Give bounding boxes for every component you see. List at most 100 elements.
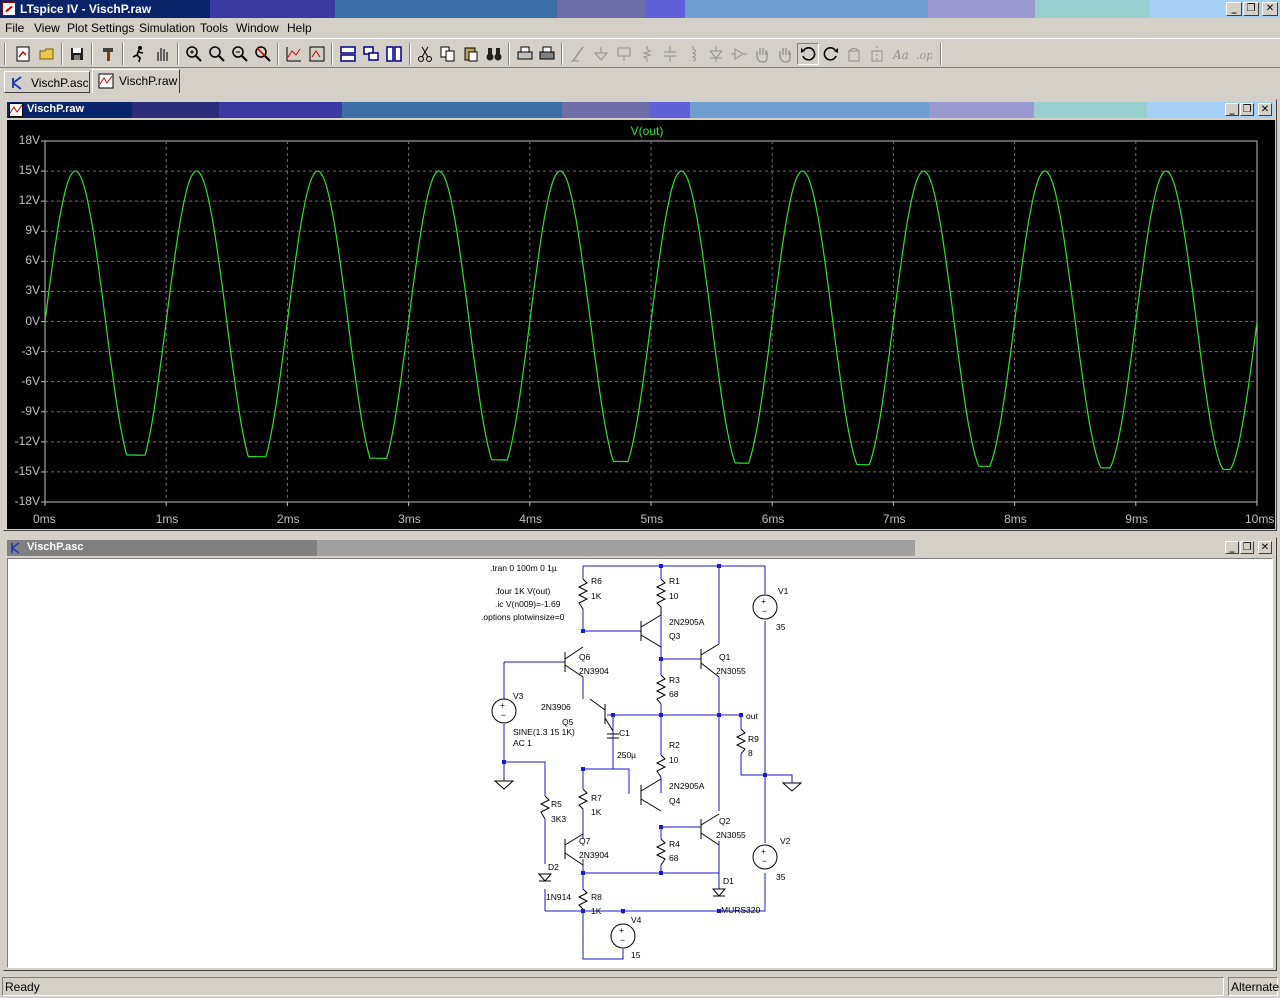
svg-text:2N3904: 2N3904 — [579, 666, 609, 676]
spice-directive-icon[interactable]: .op — [912, 43, 934, 65]
misc-symbols[interactable] — [493, 733, 803, 897]
wire-junctions — [502, 564, 767, 913]
menu-simulation[interactable]: Simulation — [139, 21, 196, 35]
svg-text:.op: .op — [916, 49, 932, 62]
toolbar-separator — [409, 43, 411, 65]
save-icon[interactable] — [66, 43, 88, 65]
pan-zoom-icon[interactable] — [206, 43, 228, 65]
drag-hand-icon[interactable] — [774, 43, 796, 65]
svg-text:2N2905A: 2N2905A — [669, 781, 705, 791]
diode-icon[interactable] — [705, 43, 727, 65]
app-title-bar[interactable]: LTspice IV - VischP.raw _ ❐ ✕ — [0, 0, 1280, 18]
print-preview-icon[interactable] — [514, 43, 536, 65]
status-mode: Alternate — [1228, 977, 1279, 996]
menu-tools[interactable]: Tools — [200, 21, 229, 35]
schematic-window-title-bar[interactable]: VischP.asc _ ❐ ✕ — [7, 540, 1273, 556]
tile-horizontal-icon[interactable] — [337, 43, 359, 65]
plot-close-button[interactable]: ✕ — [1258, 103, 1272, 116]
component-icon[interactable] — [728, 43, 750, 65]
ground-icon[interactable] — [590, 43, 612, 65]
svg-text:MURS320: MURS320 — [721, 905, 760, 915]
y-tick-label: 3V — [25, 283, 40, 298]
schematic-maximize-button[interactable]: ❐ — [1240, 541, 1254, 554]
tab-vischp-raw[interactable]: VischP.raw — [92, 69, 180, 93]
toolbar-separator — [940, 43, 942, 65]
redo-icon[interactable] — [820, 43, 842, 65]
draw-wire-icon[interactable] — [567, 43, 589, 65]
run-simulation-icon[interactable] — [128, 43, 150, 65]
resistor-symbols[interactable] — [539, 578, 747, 910]
capacitor-icon[interactable] — [659, 43, 681, 65]
svg-text:2N3055: 2N3055 — [716, 830, 746, 840]
svg-text:35: 35 — [776, 872, 786, 882]
menu-plot-settings[interactable]: Plot Settings — [67, 21, 135, 35]
plot-maximize-button[interactable]: ❐ — [1240, 103, 1254, 116]
svg-text:R5: R5 — [551, 799, 562, 809]
trace-label[interactable]: V(out) — [630, 124, 664, 138]
voltage-source-symbols[interactable] — [491, 594, 778, 949]
svg-text:R6: R6 — [591, 576, 602, 586]
restore-button[interactable]: ❐ — [1243, 2, 1259, 16]
svg-text:R2: R2 — [669, 740, 680, 750]
plot-fft-icon[interactable] — [306, 43, 328, 65]
options-directive: .options plotwinsize=0 — [481, 612, 565, 622]
menu-help[interactable]: Help — [287, 21, 312, 35]
svg-text:−: − — [501, 710, 506, 720]
tile-vertical-icon[interactable] — [383, 43, 405, 65]
plot-canvas[interactable] — [7, 120, 1275, 512]
plot-minimize-button[interactable]: _ — [1225, 103, 1239, 116]
menu-window[interactable]: Window — [236, 21, 279, 35]
svg-text:V2: V2 — [780, 836, 791, 846]
find-binoculars-icon[interactable] — [483, 43, 505, 65]
svg-text:V1: V1 — [778, 586, 789, 596]
rotate-icon[interactable] — [843, 43, 865, 65]
plot-window-title-bar[interactable]: VischP.raw _ ❐ ✕ — [7, 102, 1273, 118]
halt-hand-icon[interactable] — [151, 43, 173, 65]
y-tick-label: 18V — [18, 133, 40, 147]
open-folder-icon[interactable] — [36, 43, 58, 65]
minimize-button[interactable]: _ — [1226, 2, 1242, 16]
print-icon[interactable] — [536, 43, 558, 65]
svg-text:R3: R3 — [669, 675, 680, 685]
zoom-in-icon[interactable] — [183, 43, 205, 65]
copy-icon[interactable] — [437, 43, 459, 65]
inductor-icon[interactable] — [682, 43, 704, 65]
text-icon[interactable]: Aa — [889, 43, 911, 65]
tran-directive: .tran 0 100m 0 1µ — [490, 563, 557, 573]
amplifier-schematic[interactable]: +− +− +− +− — [8, 559, 1272, 967]
menu-view[interactable]: View — [34, 21, 60, 35]
menu-file[interactable]: File — [5, 21, 25, 35]
new-schematic-icon[interactable] — [12, 43, 34, 65]
tab-vischp-asc[interactable]: VischP.asc — [4, 71, 90, 93]
close-button[interactable]: ✕ — [1262, 2, 1278, 16]
toolbar-separator — [277, 43, 279, 65]
cut-scissors-icon[interactable] — [414, 43, 436, 65]
schematic-minimize-button[interactable]: _ — [1225, 541, 1239, 554]
undo-icon[interactable] — [797, 43, 819, 65]
schematic-close-button[interactable]: ✕ — [1258, 541, 1272, 554]
cascade-windows-icon[interactable] — [360, 43, 382, 65]
mirror-icon[interactable] — [866, 43, 888, 65]
svg-text:SINE(1.3 15 1K): SINE(1.3 15 1K) — [513, 727, 575, 737]
transistor-symbols[interactable] — [564, 614, 720, 866]
toolbar-separator — [61, 43, 63, 65]
autorange-icon[interactable] — [283, 43, 305, 65]
control-panel-hammer-icon[interactable] — [98, 43, 120, 65]
move-hand-icon[interactable] — [751, 43, 773, 65]
paste-icon[interactable] — [460, 43, 482, 65]
zoom-out-icon[interactable] — [229, 43, 251, 65]
ic-directive: .ic V(n009)=-1.69 — [495, 599, 561, 609]
ltspice-app-icon[interactable] — [2, 2, 16, 16]
toolbar-separator — [331, 43, 333, 65]
svg-text:V3: V3 — [513, 691, 524, 701]
resistor-icon[interactable] — [636, 43, 658, 65]
svg-text:V4: V4 — [631, 915, 642, 925]
vout-trace-line[interactable] — [44, 170, 1258, 471]
waveform-icon — [98, 73, 114, 89]
svg-text:out: out — [746, 711, 758, 721]
label-net-icon[interactable] — [613, 43, 635, 65]
schematic-canvas[interactable]: +− +− +− +− — [7, 558, 1273, 968]
svg-text:68: 68 — [669, 853, 679, 863]
zoom-full-icon[interactable] — [252, 43, 274, 65]
